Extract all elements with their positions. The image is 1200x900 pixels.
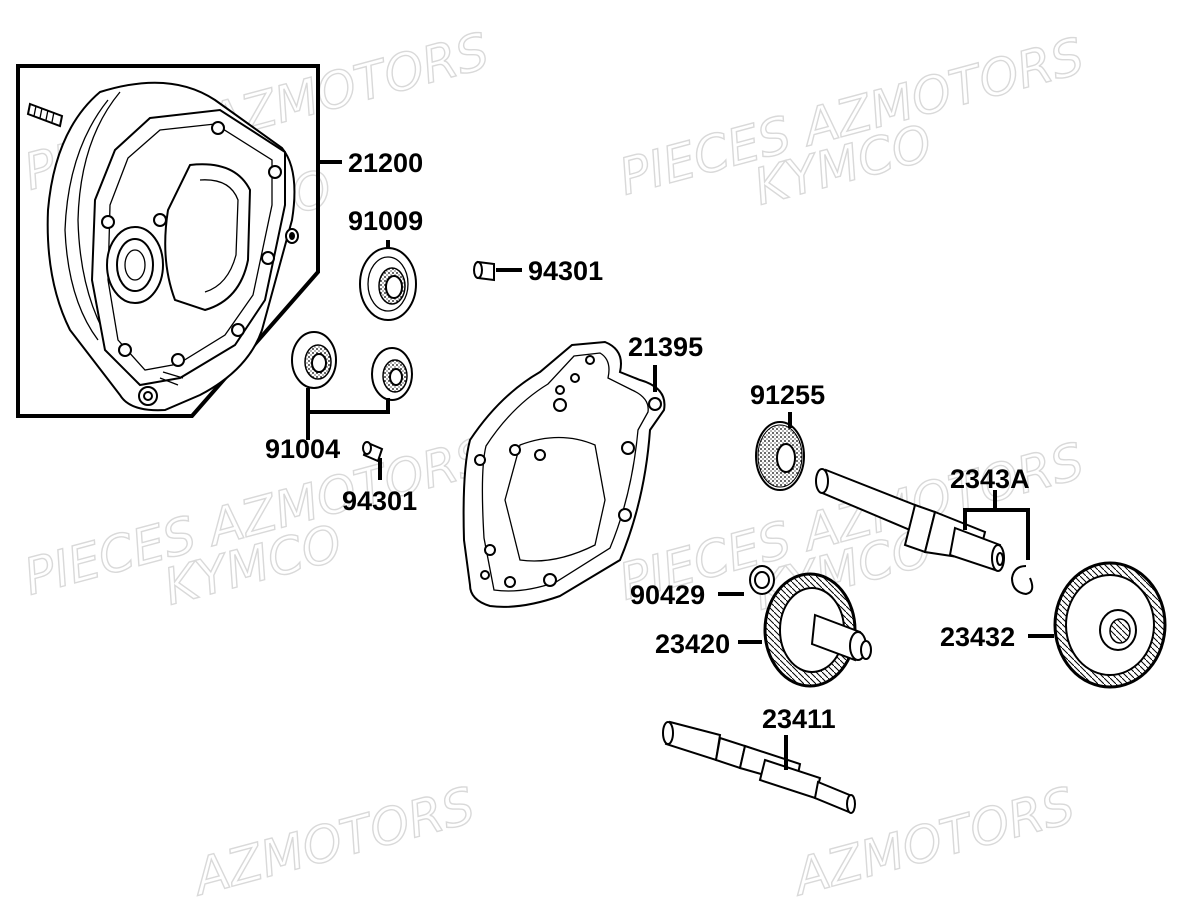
- part-2343A-circlip: [1010, 565, 1034, 596]
- part-number-94301-top: 94301: [528, 256, 603, 286]
- part-94301-dowel-top: [473, 260, 495, 282]
- part-number-23432: 23432: [940, 622, 1015, 652]
- part-23420-gear: [763, 572, 872, 688]
- part-23411-drive-shaft: [662, 720, 856, 814]
- part-number-90429: 90429: [630, 580, 705, 610]
- part-94301-dowel-bottom: [362, 441, 384, 463]
- part-number-23411: 23411: [762, 704, 836, 734]
- part-91004-bearings: [291, 331, 413, 401]
- part-90429-washer: [749, 565, 775, 595]
- part-number-91009: 91009: [348, 206, 423, 236]
- part-number-94301-bottom: 94301: [342, 486, 417, 516]
- leader-91004: [306, 388, 390, 440]
- part-91009-bearing: [359, 247, 417, 321]
- leader-2343A: [963, 490, 1030, 560]
- part-number-21395: 21395: [628, 332, 703, 362]
- part-91255-oil-seal: [755, 421, 805, 491]
- part-number-91004: 91004: [265, 434, 340, 464]
- part-23432-gear: [1053, 561, 1167, 689]
- part-2343A-final-shaft: [815, 468, 1005, 572]
- part-number-2343A: 2343A: [950, 464, 1030, 494]
- part-number-21200: 21200: [348, 148, 423, 178]
- part-number-23420: 23420: [655, 629, 730, 659]
- watermark-text: AZMOTORS: [185, 776, 480, 900]
- part-21200-crankcase-cover: [16, 64, 320, 418]
- part-number-91255: 91255: [750, 380, 825, 410]
- part-21395-gasket: [462, 340, 666, 608]
